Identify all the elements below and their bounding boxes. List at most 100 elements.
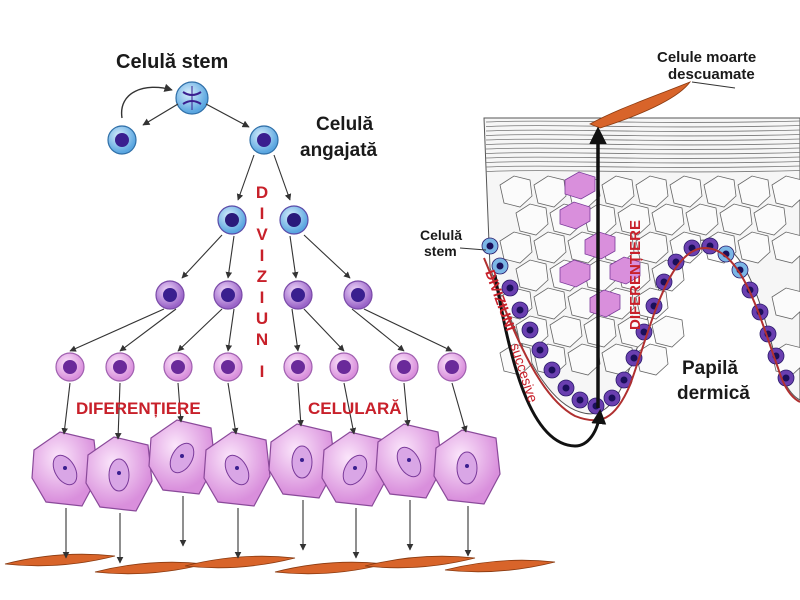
- tissue-cell: [737, 231, 771, 264]
- cell-nucleus: [163, 288, 177, 302]
- nucleolus: [180, 454, 184, 458]
- cell-nucleus: [640, 328, 648, 336]
- tissue-cell: [533, 175, 567, 208]
- cell-nucleus: [291, 360, 305, 374]
- cellular-label: CELULARĂ: [308, 399, 402, 418]
- papilla-label-2: dermică: [677, 383, 750, 404]
- arrow: [289, 235, 299, 279]
- arrow: [205, 103, 250, 128]
- cell-nucleus: [620, 376, 628, 384]
- keratinized-cell: [94, 561, 206, 575]
- cell-nucleus: [486, 242, 494, 250]
- cell: [343, 280, 373, 310]
- arrow: [303, 308, 345, 352]
- stem-cell: [175, 81, 209, 115]
- cell-nucleus: [171, 360, 185, 374]
- cell: [249, 125, 279, 155]
- label-pointer: [691, 81, 736, 89]
- tissue-cell: [549, 315, 583, 348]
- corneum-line: [485, 138, 800, 141]
- tissue-cell: [753, 203, 787, 236]
- nucleolus: [117, 471, 121, 475]
- divisions-letter: I: [260, 288, 265, 307]
- divisions-letter: I: [260, 204, 265, 223]
- tissue-cell: [669, 175, 703, 208]
- divisions-letter: I: [260, 246, 265, 265]
- corneum-line: [485, 165, 800, 168]
- keratinized-cell: [444, 559, 556, 573]
- corneum-line: [485, 125, 800, 128]
- nucleolus: [300, 458, 304, 462]
- tissue-cell: [737, 175, 771, 208]
- cell-nucleus: [221, 360, 235, 374]
- cell: [163, 352, 193, 382]
- committed-cell-label: Celulă: [316, 114, 373, 135]
- tissue-cell: [685, 203, 719, 236]
- arrow: [236, 154, 255, 201]
- nucleolus: [407, 458, 411, 462]
- arrow: [225, 308, 235, 352]
- cell-nucleus: [526, 326, 534, 334]
- tissue-cell: [533, 287, 567, 320]
- tissue-cell: [635, 343, 669, 376]
- arrow: [119, 308, 177, 352]
- nucleolus: [465, 464, 469, 468]
- cell: [437, 352, 467, 382]
- divisions-vertical-label: D I V I Z I U N I: [256, 183, 268, 381]
- committed-cell-label-2: angajată: [300, 140, 378, 161]
- cell: [279, 205, 309, 235]
- divisions-letter: Z: [257, 267, 267, 286]
- cell-nucleus: [630, 354, 638, 362]
- differentiation-vertical-label: DIFERENȚIERE: [627, 220, 644, 330]
- keratinized-cell: [4, 553, 116, 567]
- self-renewal-arrow: [120, 83, 173, 119]
- corneum-line: [485, 152, 800, 155]
- arrow: [61, 382, 71, 435]
- papilla-label: Papilă: [682, 358, 738, 379]
- cell-nucleus: [225, 213, 239, 227]
- arrow: [142, 103, 179, 126]
- cell: [283, 280, 313, 310]
- arrow: [351, 308, 405, 352]
- cell-nucleus: [287, 213, 301, 227]
- cell-nucleus: [608, 394, 616, 402]
- cell-nucleus: [576, 396, 584, 404]
- nucleolus: [63, 466, 67, 470]
- nucleolus: [353, 466, 357, 470]
- cell-nucleus: [496, 262, 504, 270]
- tissue-cell: [771, 231, 800, 264]
- corneum-line: [485, 170, 800, 173]
- cell: [217, 205, 247, 235]
- divisions-letter: D: [256, 183, 268, 202]
- stratum-corneum: [485, 120, 800, 173]
- nucleolus: [235, 466, 239, 470]
- cell-nucleus: [445, 360, 459, 374]
- tissue-cell: [515, 203, 549, 236]
- label-pointer: [459, 247, 487, 251]
- keratinized-cell: [184, 555, 296, 569]
- arrow: [291, 308, 301, 352]
- tissue-cell: [651, 315, 685, 348]
- cell-nucleus: [115, 133, 129, 147]
- cell: [283, 352, 313, 382]
- tissue-cell: [719, 203, 753, 236]
- cell: [329, 352, 359, 382]
- arrow: [363, 308, 453, 352]
- arrow: [227, 382, 239, 435]
- pink-cell: [559, 201, 591, 230]
- cell-nucleus: [516, 306, 524, 314]
- divisions-letter: I: [260, 362, 265, 381]
- cell-nucleus: [397, 360, 411, 374]
- divisions-arrow: [493, 274, 607, 448]
- cell: [213, 280, 243, 310]
- tissue-cell: [703, 175, 737, 208]
- arrow: [225, 235, 235, 279]
- corneum-line: [485, 143, 800, 146]
- tissue-cell: [533, 231, 567, 264]
- cell-nucleus: [351, 288, 365, 302]
- cell: [155, 280, 185, 310]
- divisions-letter: U: [256, 309, 268, 328]
- right-stem-label: Celulă: [420, 227, 462, 243]
- arrow: [69, 308, 165, 352]
- cell-lineage-tree: Celulă stem Celulă angajată D I V I Z I …: [4, 51, 556, 575]
